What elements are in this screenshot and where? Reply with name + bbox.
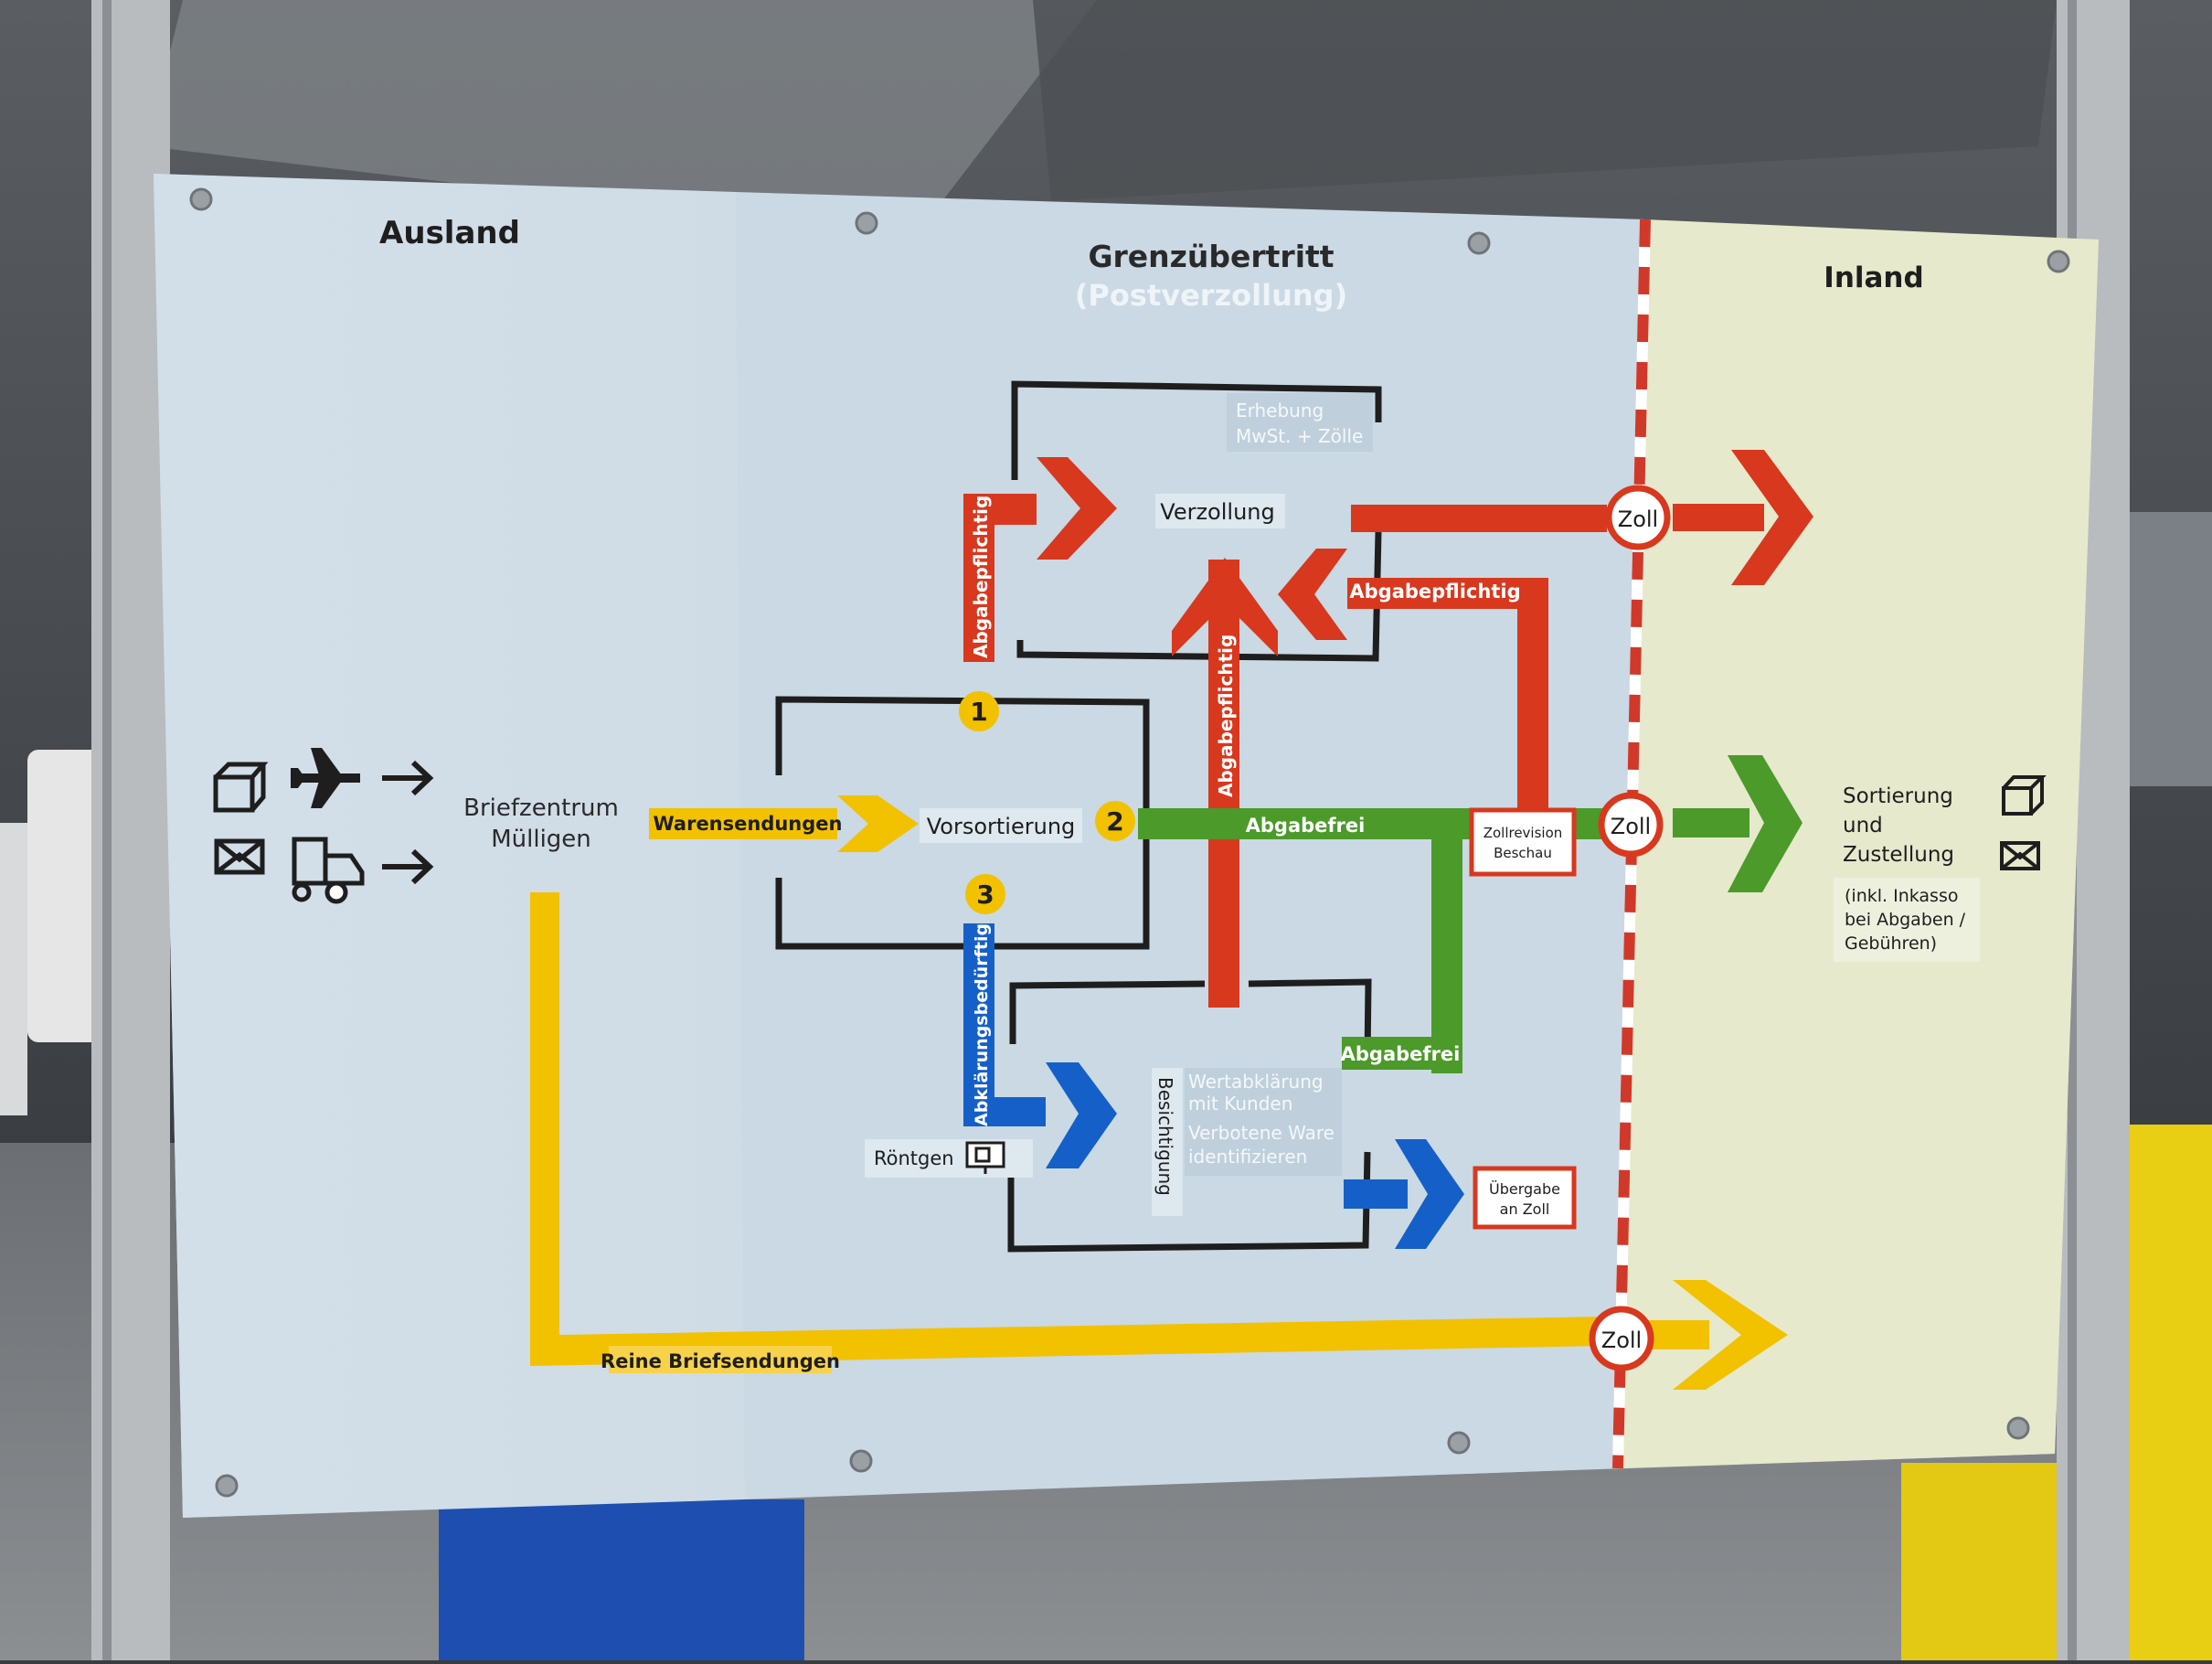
envelope-icon xyxy=(2000,841,2040,870)
station-roentgen: Röntgen xyxy=(874,1147,954,1169)
station-verzollung: Verzollung xyxy=(1160,499,1274,525)
region-grenz-subtitle: (Postverzollung) xyxy=(1075,278,1347,313)
station-uebergabe-line2: an Zoll xyxy=(1500,1200,1550,1218)
flow-reine-briefsendungen: Reine Briefsendungen xyxy=(601,1350,840,1372)
label-bg-briefsendungen xyxy=(609,1346,832,1373)
step-3: 3 xyxy=(976,880,994,910)
package-icon xyxy=(213,762,269,813)
station-uebergabe-box xyxy=(1473,1166,1577,1230)
signboard xyxy=(154,174,2099,1518)
station-erhebung-line1: Erhebung xyxy=(1236,400,1324,421)
inland-note-bg xyxy=(1834,878,1980,962)
zoll-checkpoint-green: Zoll xyxy=(1611,814,1651,839)
flow-abgabepflichtig-vertical-2: Abgabepflichtig xyxy=(1215,635,1237,797)
station-zollrevision-line1: Zollrevision xyxy=(1484,825,1563,841)
arrow-right-icon xyxy=(382,760,434,885)
red-flows xyxy=(963,450,1813,1008)
station-vorsortierung: Vorsortierung xyxy=(927,814,1076,839)
station-wertabklaerung-line1: Wertabklärung xyxy=(1188,1071,1324,1093)
station-besichtigung-bg xyxy=(1152,1068,1183,1216)
station-besichtigung: Besichtigung xyxy=(1154,1077,1176,1196)
station-erhebung-line2: MwSt. + Zölle xyxy=(1236,425,1363,447)
region-grenz-title: Grenzübertritt xyxy=(1088,239,1334,274)
flow-abgabepflichtig-vertical-1: Abgabepflichtig xyxy=(970,496,992,658)
step-badges xyxy=(959,691,1135,914)
flow-abgabefrei-vertical: Abgabefrei xyxy=(1341,1043,1461,1065)
station-uebergabe-line1: Übergabe xyxy=(1489,1180,1560,1198)
station-vorsortierung-bg xyxy=(920,808,1082,843)
station-besichtigung-tasks-bg xyxy=(1185,1068,1342,1176)
inland-line2: und xyxy=(1843,814,1883,837)
zoll-checkpoint-yellow: Zoll xyxy=(1601,1328,1642,1353)
region-ausland: Ausland xyxy=(379,215,520,251)
yellow-flows xyxy=(530,795,1788,1390)
zoll-checkpoints xyxy=(1589,485,1671,1371)
package-icon xyxy=(2002,775,2047,816)
station-verzollung-bg xyxy=(1155,494,1285,528)
truck-icon xyxy=(292,837,365,904)
flow-warensendungen: Warensendungen xyxy=(654,813,843,835)
inland-note-line3: Gebühren) xyxy=(1845,933,1937,954)
station-verbotene-line1: Verbotene Ware xyxy=(1188,1122,1335,1144)
airplane-icon xyxy=(291,748,360,808)
inland-line1: Sortierung xyxy=(1843,784,1953,808)
inland-note-line1: (inkl. Inkasso xyxy=(1845,886,1958,906)
envelope-icon xyxy=(214,838,265,875)
xray-monitor-icon xyxy=(965,1141,1005,1174)
inland-line3: Zustellung xyxy=(1843,843,1954,867)
zoll-checkpoint-red: Zoll xyxy=(1618,507,1658,532)
flow-abgabefrei-horizontal: Abgabefrei xyxy=(1246,815,1366,837)
flow-abklaerungsbeduerftig-vertical: Abklärungsbedürftig xyxy=(972,923,992,1126)
station-wertabklaerung-line2: mit Kunden xyxy=(1188,1093,1292,1115)
station-zollrevision-box xyxy=(1469,807,1577,877)
source-line1: Briefzentrum xyxy=(463,795,619,822)
station-zollrevision-line2: Beschau xyxy=(1494,845,1552,861)
flow-abgabepflichtig-horizontal: Abgabepflichtig xyxy=(1349,581,1520,603)
inland-note-line2: bei Abgaben / xyxy=(1845,910,1966,930)
step-1: 1 xyxy=(970,697,987,727)
station-verbotene-line2: identifizieren xyxy=(1188,1146,1307,1168)
step-2: 2 xyxy=(1106,806,1123,837)
station-erhebung-bg xyxy=(1227,393,1373,452)
source-line2: Mülligen xyxy=(491,826,591,853)
left-icons xyxy=(213,748,434,904)
region-inland: Inland xyxy=(1824,261,1923,294)
blue-flows xyxy=(963,923,1464,1249)
